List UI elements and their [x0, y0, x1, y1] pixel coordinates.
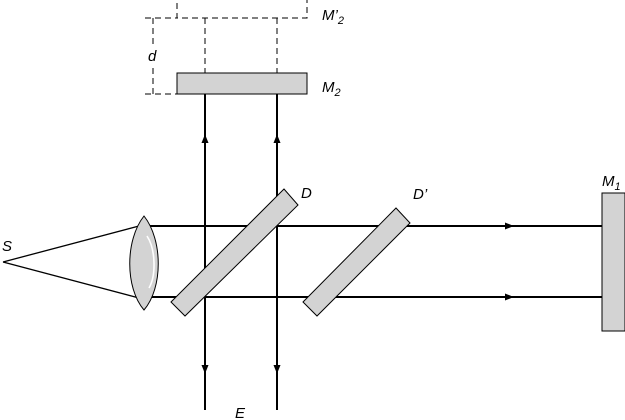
ray-source-upper	[2, 225, 140, 263]
mirror-m1	[601, 192, 625, 332]
lens-highlight	[146, 235, 155, 289]
displacement-label: d	[148, 48, 157, 65]
beam-splitter-d	[170, 188, 299, 317]
compensator-plate	[302, 207, 411, 317]
beam-splitter-label: D	[301, 185, 312, 202]
mirror-m2-image	[176, 0, 308, 19]
ray-source-lower	[2, 261, 140, 299]
compensator-label: D’	[413, 186, 428, 203]
lens	[129, 215, 159, 311]
source-label: S	[2, 238, 12, 255]
mirror-m1-label: M1	[602, 173, 621, 193]
mirror-m2	[176, 72, 308, 95]
mirror-m2-label: M2	[322, 79, 341, 99]
mirror-m2-image-label: M’2	[322, 7, 344, 27]
observer-label: E	[235, 405, 246, 420]
